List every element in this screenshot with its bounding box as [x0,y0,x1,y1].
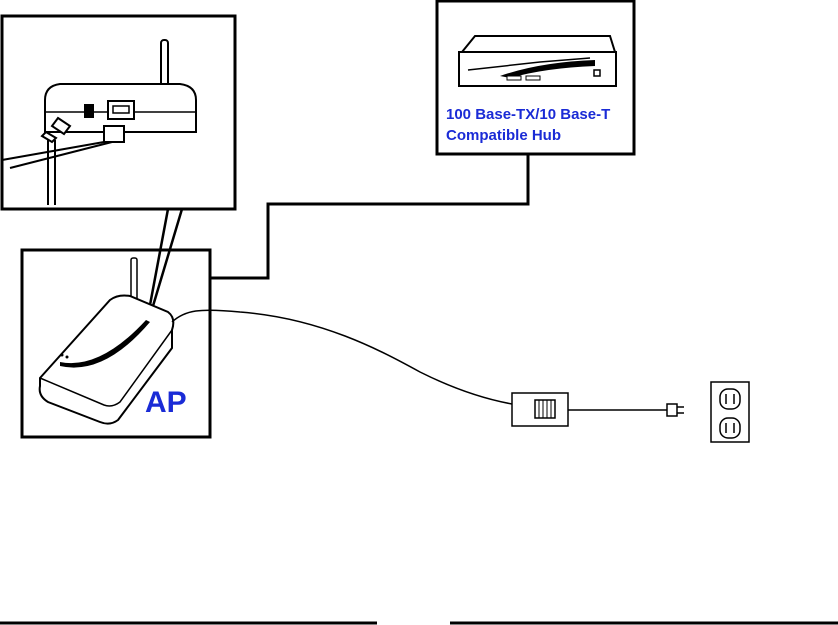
wall-outlet-icon [711,382,749,442]
ap-label: AP [145,386,187,419]
ap-box: AP [22,250,210,437]
hub-label-line2: Compatible Hub [446,127,561,144]
hub-box: 100 Base-TX/10 Base-T Compatible Hub [437,1,634,154]
ac-plug-icon [667,404,684,416]
ap-rear-callout [2,16,235,209]
power-adapter-icon [512,393,568,426]
hub-label-line1: 100 Base-TX/10 Base-T [446,106,610,123]
hub-device-icon [459,36,616,86]
ethernet-cable-line [211,154,528,278]
power-cable-line [172,310,512,404]
